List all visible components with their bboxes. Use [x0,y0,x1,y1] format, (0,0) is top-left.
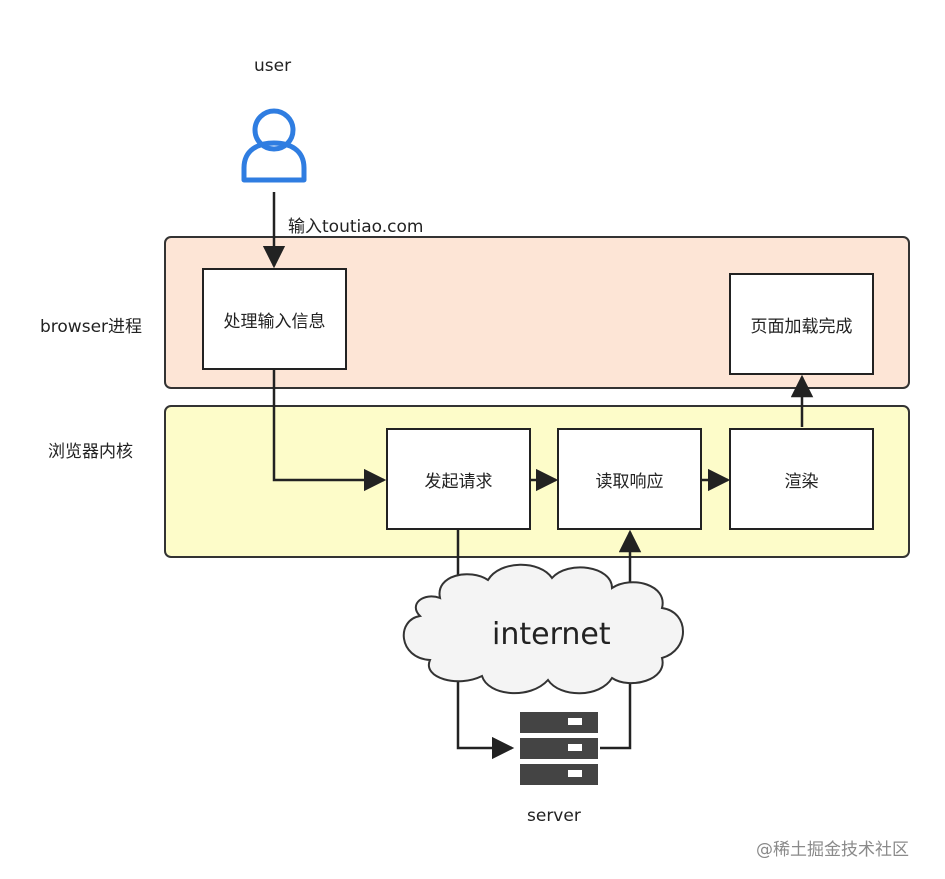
browser-kernel-label: 浏览器内核 [48,442,133,462]
render-box: 渲染 [729,428,874,530]
page-loaded-box: 页面加载完成 [729,273,874,375]
arrow-input-to-request [272,370,387,492]
server-label: server [527,806,581,826]
internet-label: internet [492,617,611,652]
server-icon [520,712,598,785]
browser-process-label: browser进程 [40,317,143,337]
send-request-box: 发起请求 [386,428,531,530]
internet-cloud [402,563,684,695]
read-response-box: 读取响应 [557,428,702,530]
process-input-box: 处理输入信息 [202,268,347,370]
user-icon [241,108,307,183]
user-label: user [254,56,292,76]
watermark: @稀土掘金技术社区 [756,840,909,860]
input-url-label: 输入toutiao.com [288,217,424,237]
